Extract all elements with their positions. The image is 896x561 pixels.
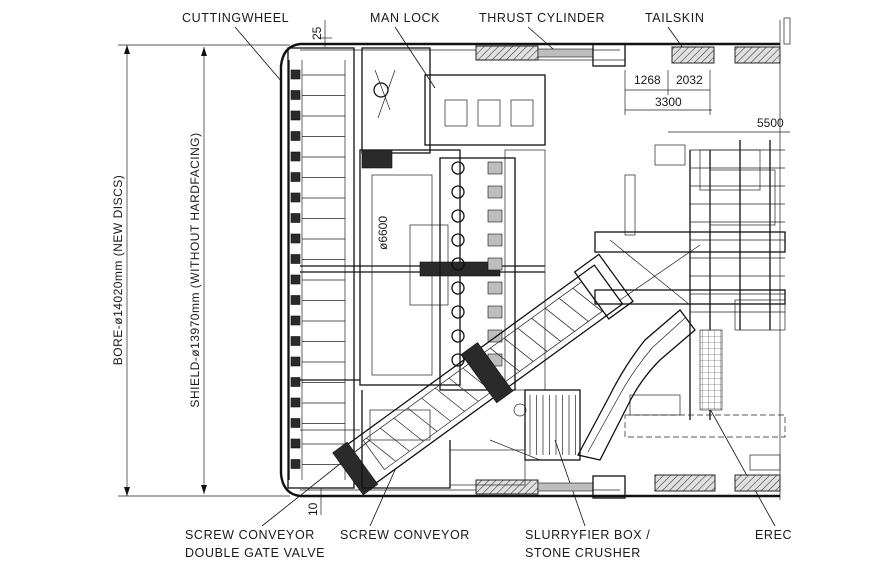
drive-gearbox: [487, 281, 503, 295]
screw-flight: [558, 297, 589, 322]
screw-flight: [366, 437, 396, 462]
drive-motor: [451, 329, 465, 343]
shield-outline: [279, 42, 780, 498]
shield-dimension: SHIELD-ø13970mm (WITHOUT HARDFACING): [188, 47, 207, 494]
cutting-disc: [290, 295, 301, 305]
bottom-offset-label: 10: [306, 502, 320, 516]
label-tailskin: TAILSKIN: [645, 11, 704, 25]
tailskin-bottom: [654, 474, 781, 492]
right-top-ribs: [779, 17, 791, 500]
cutting-disc: [290, 131, 301, 141]
top-offset-label: 25: [310, 26, 324, 40]
label-cuttingwheel: CUTTINGWHEEL: [182, 11, 289, 25]
shield-dimension-label: SHIELD-ø13970mm (WITHOUT HARDFACING): [188, 132, 202, 407]
drive-motor: [451, 257, 465, 271]
label-erector: EREC: [755, 528, 792, 542]
label-screw-conveyor-gate-2: DOUBLE GATE VALVE: [185, 546, 325, 560]
thrust-cylinder-top: [475, 43, 626, 67]
label-screw-conveyor: SCREW CONVEYOR: [340, 528, 470, 542]
cutting-disc: [290, 274, 301, 285]
cutting-disc: [290, 254, 301, 264]
label-screw-conveyor-gate-1: SCREW CONVEYOR: [185, 528, 315, 542]
leader-cuttingwheel: [234, 26, 283, 83]
screw-conveyor: [332, 253, 634, 496]
dim-1268: 1268: [634, 73, 661, 87]
cutting-disc: [290, 459, 301, 469]
drive-motor: [451, 209, 465, 223]
top-offset-dimension: 25: [310, 20, 332, 47]
tail-dimensions: 1268 2032 3300 5500: [624, 70, 790, 133]
screw-flight: [545, 307, 575, 332]
cutting-disc: [290, 315, 301, 326]
dim-5500: 5500: [757, 116, 784, 130]
bottom-offset-dimension: 10: [306, 488, 322, 516]
drive-motor: [451, 161, 465, 175]
label-slurryfier-1: SLURRYFIER BOX /: [525, 528, 650, 542]
screw-flight: [503, 337, 534, 362]
cutting-disc: [290, 397, 301, 408]
cutting-disc: [290, 90, 301, 100]
cutting-disc: [290, 69, 301, 80]
dim-3300: 3300: [655, 95, 682, 109]
drive-motor: [451, 233, 465, 247]
cutting-disc: [290, 213, 301, 223]
drive-gearbox: [487, 257, 503, 271]
screw-flight: [435, 387, 465, 412]
inner-diameter-label: ø6600: [376, 216, 390, 250]
bore-dimension-label: BORE-ø14020mm (NEW DISCS): [111, 175, 125, 366]
dim-2032: 2032: [676, 73, 703, 87]
pressure-bulkhead: ø6600: [300, 149, 545, 386]
cutting-disc: [290, 356, 301, 367]
cutting-disc: [290, 438, 301, 449]
thrust-cylinder-bottom: [475, 475, 626, 499]
screw-flight: [407, 407, 438, 432]
invert-segment: [300, 379, 541, 489]
label-thrust-cylinder: THRUST CYLINDER: [479, 11, 605, 25]
cutting-wheel: [287, 47, 355, 489]
drive-motor: [451, 281, 465, 295]
cutting-disc: [290, 192, 301, 203]
drive-gearbox: [487, 161, 503, 175]
backup-gantry: [594, 140, 786, 471]
screw-flight: [531, 317, 561, 342]
drive-gearbox: [487, 209, 503, 223]
cutting-disc: [290, 172, 301, 182]
leader-man-lock: [394, 26, 436, 89]
leader-screw-conveyor: [369, 469, 396, 527]
label-man-lock: MAN LOCK: [370, 11, 440, 25]
drive-gearbox: [487, 305, 503, 319]
cutting-disc: [290, 233, 301, 244]
screw-flight: [393, 417, 424, 442]
screw-flight: [448, 377, 479, 402]
drive-motor: [451, 185, 465, 199]
main-drive: [439, 149, 546, 391]
cutting-disc: [290, 151, 301, 162]
tailskin-top: [671, 46, 781, 64]
cutting-disc: [290, 110, 301, 121]
drive-gearbox: [487, 233, 503, 247]
cutting-disc: [290, 336, 301, 346]
bore-dimension: BORE-ø14020mm (NEW DISCS): [111, 44, 290, 497]
screw-flight: [517, 327, 548, 352]
label-slurryfier-2: STONE CRUSHER: [525, 546, 641, 560]
slurryfier-box: [524, 389, 581, 461]
cutting-disc: [290, 377, 301, 387]
drive-gearbox: [487, 185, 503, 199]
screw-flight: [572, 287, 603, 312]
screw-flight: [490, 347, 520, 372]
man-lock: [361, 47, 546, 154]
screw-flight: [421, 397, 451, 422]
slurry-pipe: [577, 309, 696, 461]
cutting-disc: [290, 418, 301, 428]
drive-motor: [451, 305, 465, 319]
drive-gearbox: [487, 329, 503, 343]
leader-erector: [704, 399, 776, 527]
